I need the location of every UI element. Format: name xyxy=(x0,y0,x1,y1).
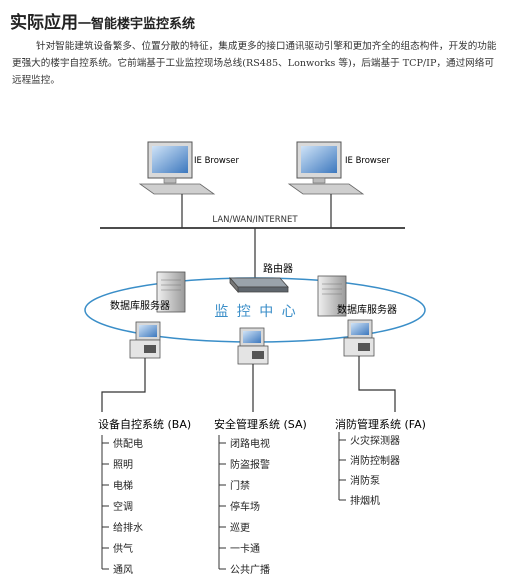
system-item: 空调 xyxy=(113,500,133,513)
server-tower-icon xyxy=(156,271,186,313)
keyboard-icon xyxy=(287,183,365,195)
page-title: 实际应用一智能楼宇监控系统 xyxy=(10,8,195,33)
keyboard-icon xyxy=(138,183,216,195)
db-server-label-right: 数据库服务器 xyxy=(337,303,397,316)
workstation-sa xyxy=(237,327,269,365)
system-title-sa: 安全管理系统 (SA) xyxy=(214,417,307,431)
system-item: 通风 xyxy=(113,564,133,576)
system-item: 火灾探测器 xyxy=(350,434,400,447)
system-item: 供配电 xyxy=(113,437,143,450)
monitoring-center-label: 监 控 中 心 xyxy=(214,304,297,320)
browser-label-2: IE Browser xyxy=(345,156,391,166)
system-item: 排烟机 xyxy=(350,494,380,507)
db-server-right: 数据库服务器 xyxy=(317,275,397,317)
system-item: 防盗报警 xyxy=(230,458,270,471)
title-main: 实际应用 xyxy=(10,13,78,33)
screen-icon xyxy=(152,146,188,173)
system-title-ba: 设备自控系统 (BA) xyxy=(98,417,191,431)
intro-paragraph: 针对智能建筑设备繁多、位置分散的特征，集成更多的接口通讯驱动引擎和更加齐全的组态… xyxy=(12,41,497,86)
system-item: 门禁 xyxy=(230,479,250,492)
workstation-ba xyxy=(129,321,161,359)
system-item: 给排水 xyxy=(113,521,143,534)
browser-workstation-2: IE Browser xyxy=(287,141,391,195)
system-item: 停车场 xyxy=(230,500,260,513)
router-icon xyxy=(229,276,289,294)
system-item: 公共广播 xyxy=(230,563,270,576)
network-label: LAN/WAN/INTERNET xyxy=(212,215,298,225)
system-item: 一卡通 xyxy=(230,542,260,555)
system-item: 闭路电视 xyxy=(230,437,270,450)
system-item: 消防泵 xyxy=(350,474,380,487)
router-label: 路由器 xyxy=(263,262,293,275)
workstation-fa xyxy=(343,319,375,357)
server-tower-icon xyxy=(317,275,347,317)
system-item: 供气 xyxy=(113,542,133,555)
db-server-left: 数据库服务器 xyxy=(110,271,186,313)
system-item: 巡更 xyxy=(230,522,250,534)
screen-icon xyxy=(301,146,337,173)
system-item: 照明 xyxy=(113,459,133,471)
system-item: 消防控制器 xyxy=(350,454,400,467)
browser-label-1: IE Browser xyxy=(194,156,240,166)
system-item: 电梯 xyxy=(113,479,133,492)
db-server-label-left: 数据库服务器 xyxy=(110,299,170,312)
browser-workstation-1: IE Browser xyxy=(138,141,240,195)
system-title-fa: 消防管理系统 (FA) xyxy=(335,417,426,431)
title-sub: 一智能楼宇监控系统 xyxy=(78,17,196,32)
